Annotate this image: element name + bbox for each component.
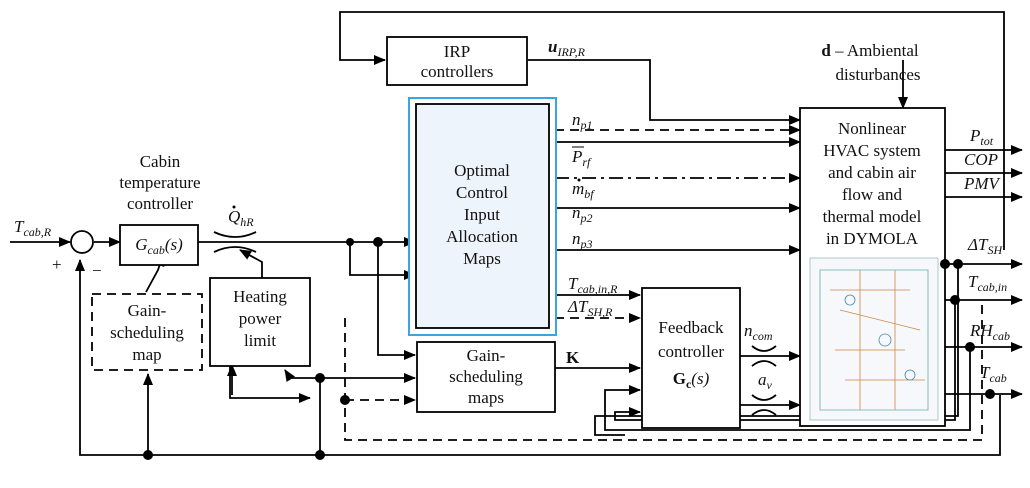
feedback-transfer: Gc(s): [673, 369, 710, 391]
ambient-label: d – Ambiental: [821, 41, 919, 60]
pmv-label: PMV: [963, 174, 1002, 193]
rhcab-label: RHcab: [969, 321, 1010, 343]
cabin-ctrl-line1: Cabin: [140, 152, 181, 171]
tcabin-feedback: [614, 300, 956, 421]
np2-label: np2: [572, 203, 593, 225]
tcab-label: Tcab: [980, 363, 1007, 385]
gain-maps-line1: Gain-: [467, 346, 506, 365]
irp-feedback-line: [339, 11, 1005, 250]
np3-label: np3: [572, 229, 593, 251]
summing-junction: [70, 230, 94, 254]
optimal-line4: Allocation: [446, 227, 518, 246]
av-label: av: [758, 370, 773, 392]
ambient-line2: disturbances: [836, 65, 921, 84]
tcabinR-label: Tcab,in,R: [568, 274, 618, 296]
irp-line1: IRP: [444, 42, 470, 61]
gain-map-line2: scheduling: [110, 323, 184, 342]
dymola-schematic: [809, 257, 939, 421]
feedback-line2: controller: [658, 342, 724, 361]
heating-line2: power: [239, 309, 282, 328]
ncom-label: ncom: [744, 321, 773, 343]
gain-scheduling-map-block: [91, 293, 203, 371]
cabin-ctrl-line3: controller: [127, 194, 193, 213]
limiter-lower: [213, 246, 257, 253]
gain-map-line3: map: [132, 345, 161, 364]
nonlinear-line3: and cabin air: [828, 163, 916, 182]
gain-maps-line2: scheduling: [449, 367, 523, 386]
ncom-limiter-upper: [751, 345, 777, 352]
heating-limit-block: [209, 277, 311, 367]
cabin-ctrl-line2: temperature: [119, 173, 200, 192]
irp-line2: controllers: [421, 62, 494, 81]
nonlinear-line5: thermal model: [823, 207, 922, 226]
heating-limit-arrow: [239, 249, 263, 278]
qhr-to-gainmaps-line: [377, 242, 416, 360]
optimal-line2: Control: [456, 183, 508, 202]
tcab-feedback-line: [75, 259, 1001, 456]
nonlinear-line2: HVAC system: [823, 141, 920, 160]
irp-controller-block: [386, 36, 528, 86]
optimal-line3: Input: [464, 205, 500, 224]
nonlinear-line6: in DYMOLA: [826, 229, 919, 248]
plus-sign: +: [52, 255, 62, 274]
heating-line3: limit: [244, 331, 276, 350]
optimal-maps-block: [415, 103, 550, 329]
u-irp-label: uIRP,R: [548, 37, 586, 59]
feedback-controller-block: [641, 287, 741, 429]
optimal-line1: Optimal: [454, 161, 510, 180]
limiter-upper: [213, 231, 257, 238]
u-irp-line: [528, 59, 801, 125]
dtsh-feedback: [594, 264, 959, 436]
dtshR-label: ΔTSH,R: [567, 297, 613, 319]
prf-label: Prf: [571, 147, 592, 169]
rhcab-feedback: [604, 347, 971, 431]
gain-map-line1: Gain-: [128, 301, 167, 320]
tcabin-label: Tcab,in: [968, 272, 1007, 294]
minus-sign: −: [92, 261, 102, 280]
optimal-line5: Maps: [463, 249, 501, 268]
tcab-ref-label: Tcab,R: [14, 217, 52, 239]
gcab-label: Gcab(s): [135, 235, 183, 257]
nonlinear-line1: Nonlinear: [838, 119, 906, 138]
np1-label: np1: [572, 110, 593, 132]
mbf-label: mbf: [572, 179, 595, 201]
gain-maps-line3: maps: [468, 388, 504, 407]
k-label: K: [566, 348, 580, 367]
dtsh-label: ΔTSH: [967, 235, 1003, 257]
qhr-label: QhR: [228, 207, 254, 229]
ptot-label: Ptot: [969, 126, 994, 148]
heating-line1: Heating: [233, 287, 287, 306]
nonlinear-line4: flow and: [842, 185, 902, 204]
feedback-line1: Feedback: [658, 318, 724, 337]
cop-label: COP: [964, 150, 998, 169]
qhr-branch2-line: [349, 242, 416, 280]
av-limiter-upper: [751, 394, 777, 401]
gain-scheduling-maps-block: [416, 341, 556, 413]
dtsh-dashed-loop: [344, 300, 983, 441]
ncom-limiter-lower: [751, 360, 777, 367]
gainmaps-to-heating-line: [284, 369, 320, 382]
av-limiter-lower: [751, 409, 777, 416]
gcab-block: [119, 224, 199, 266]
